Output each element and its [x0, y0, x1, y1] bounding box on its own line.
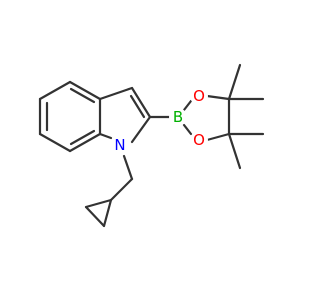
- atom-symbol: B: [173, 108, 183, 126]
- atom-label-boron: B: [169, 108, 187, 126]
- cyclopropane-bond: [84, 198, 113, 209]
- cyclopropane-bond: [84, 205, 106, 228]
- atom-symbol: N: [114, 136, 125, 154]
- pyrrole-ring: [98, 86, 152, 144]
- bond: [68, 80, 102, 101]
- atom-label-oxygen-top: O: [190, 87, 208, 105]
- atom-label-oxygen-bottom: O: [190, 131, 208, 149]
- methyl-bond: [227, 63, 242, 101]
- bond: [122, 154, 134, 181]
- bond: [205, 94, 231, 101]
- atom-symbol: O: [193, 131, 205, 149]
- atom-symbol: O: [193, 87, 205, 105]
- bond: [68, 132, 102, 153]
- bond: [182, 99, 193, 112]
- cyclopropylmethyl-group: [84, 154, 134, 228]
- bond: [182, 123, 193, 136]
- bond: [98, 86, 134, 101]
- bond: [109, 177, 134, 202]
- methyl-groups: [227, 63, 265, 170]
- bond: [205, 132, 231, 142]
- methyl-bond: [227, 132, 242, 170]
- benzene-ring: [38, 80, 102, 153]
- atom-label-nitrogen: N: [111, 136, 129, 154]
- dioxaborolane-ring: [182, 94, 231, 142]
- double-bond-inner: [69, 129, 96, 146]
- bond: [130, 86, 152, 119]
- bond: [38, 132, 72, 153]
- bond: [98, 132, 113, 140]
- bond: [38, 80, 72, 101]
- cyclopropane-bond: [102, 198, 113, 228]
- molecule-structure-diagram: N B O O: [38, 63, 265, 228]
- double-bond-inner: [129, 94, 146, 119]
- bond: [130, 115, 152, 144]
- double-bond-inner: [69, 87, 96, 104]
